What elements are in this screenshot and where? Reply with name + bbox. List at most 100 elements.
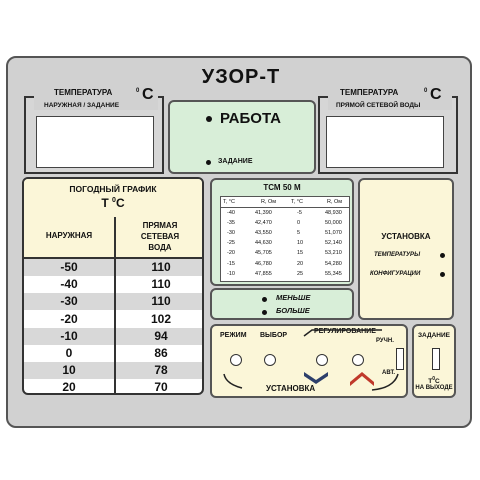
table-row: -20 102 xyxy=(24,311,202,328)
tsm-cell: 44,630 xyxy=(255,240,272,247)
schedule-title: ПОГОДНЫЙ ГРАФИК xyxy=(69,184,157,194)
setup-block: УСТАНОВКА ТЕМПЕРАТУРЫ КОНФИГУРАЦИИ xyxy=(358,178,454,320)
tsm-row: -20 45,705 15 53,210 xyxy=(221,249,349,259)
tsm-cell: 0 xyxy=(297,219,301,226)
col-water-header: ПРЯМАЯ СЕТЕВАЯ ВОДА xyxy=(140,221,180,252)
outside-temp-cell: -10 xyxy=(60,328,78,343)
tsm-cell: 43,550 xyxy=(255,229,272,236)
setup-temps-label: ТЕМПЕРАТУРЫ xyxy=(374,252,421,258)
outside-temp-title: ТЕМПЕРАТУРА xyxy=(54,88,113,97)
tsm-cell: 55,345 xyxy=(325,270,342,277)
table-row: -30 110 xyxy=(24,293,202,311)
table-row: 0 86 xyxy=(24,345,202,362)
tsm-cell: -20 xyxy=(227,250,235,257)
tsm-cell: -5 xyxy=(297,209,302,216)
work-status-block: РАБОТА ЗАДАНИЕ xyxy=(168,100,316,174)
task-indicator xyxy=(206,160,211,165)
tsm-cell: -10 xyxy=(227,270,235,277)
task-output-title: ЗАДАНИЕ xyxy=(417,332,451,339)
outside-temp-cell: -50 xyxy=(60,260,78,274)
water-temp-cell: 102 xyxy=(150,311,172,326)
regulation-label: РЕГУЛИРОВАНИЕ xyxy=(314,328,376,335)
outside-temp-cell: 10 xyxy=(62,363,76,378)
water-temp-cell: 110 xyxy=(151,277,171,292)
more-indicator xyxy=(262,310,267,315)
tsm-cell: 15 xyxy=(297,250,304,257)
tsm-cell: 25 xyxy=(297,270,304,277)
water-temp-cell: 78 xyxy=(154,363,168,378)
tsm-cell: 48,930 xyxy=(325,209,342,216)
auto-label: АВТ. xyxy=(382,370,396,376)
supply-temp-display xyxy=(326,116,444,168)
mode-button[interactable] xyxy=(230,354,242,366)
outside-temp-cell: -40 xyxy=(60,277,78,292)
select-button[interactable] xyxy=(264,354,276,366)
tsm-cell: 45,705 xyxy=(255,250,272,257)
schedule-unit: T 0C xyxy=(101,196,125,210)
tsm-cell: -25 xyxy=(227,240,235,247)
outside-temp-cell: 20 xyxy=(62,380,76,395)
outside-temp-unit: C xyxy=(142,86,154,103)
water-temp-cell: 110 xyxy=(151,260,171,274)
tsm-cell: -30 xyxy=(227,229,235,236)
outside-temp-unit-sup: 0 xyxy=(136,88,140,94)
manual-label: РУЧН. xyxy=(376,338,394,344)
task-output-label: НА ВЫХОДЕ xyxy=(415,385,453,391)
task-switch[interactable] xyxy=(432,348,440,370)
water-temp-cell: 86 xyxy=(154,346,168,360)
outside-temp-cell: -30 xyxy=(60,294,78,309)
control-setup-label: УСТАНОВКА xyxy=(266,384,316,393)
outside-temp-block: ТЕМПЕРАТУРА 0 C НАРУЖНАЯ / ЗАДАНИЕ xyxy=(24,84,164,174)
less-label: МЕНЬШЕ xyxy=(276,293,311,302)
less-more-indicators: МЕНЬШЕ БОЛЬШЕ xyxy=(210,288,354,320)
tsm-cell: 20 xyxy=(297,260,304,267)
table-row: -10 94 xyxy=(24,327,202,345)
supply-temp-unit-sup: 0 xyxy=(424,88,428,94)
outside-temp-cell: -20 xyxy=(60,311,78,326)
tsm-cell: 46,780 xyxy=(255,260,272,267)
select-label: ВЫБОР xyxy=(260,332,288,339)
work-label: РАБОТА xyxy=(220,110,282,127)
tsm-cell: 54,280 xyxy=(325,260,342,267)
task-label: ЗАДАНИЕ xyxy=(218,158,253,165)
mode-label: РЕЖИМ xyxy=(220,332,247,339)
tsm-cell: 5 xyxy=(297,229,301,236)
tsm-cell: 50,000 xyxy=(325,219,342,226)
setup-config-label: КОНФИГУРАЦИИ xyxy=(370,271,421,277)
tsm-row: -40 41,390 -5 48,930 xyxy=(221,208,349,218)
tsm-cell: 41,390 xyxy=(255,209,272,216)
regulation-down-button[interactable] xyxy=(316,354,328,366)
control-panel: РЕЖИМ ВЫБОР РЕГУЛИРОВАНИЕ РУЧН. АВТ. УСТ… xyxy=(210,324,408,398)
weather-schedule-table: ПОГОДНЫЙ ГРАФИК T 0C НАРУЖНАЯ ПРЯМАЯ СЕТ… xyxy=(22,177,204,395)
tsm-cell: 42,470 xyxy=(255,219,272,226)
table-row: -50 110 xyxy=(24,259,202,276)
outside-temp-cell: 0 xyxy=(65,346,73,360)
task-output-unit: T0C xyxy=(428,376,440,386)
outside-temp-subtitle: НАРУЖНАЯ / ЗАДАНИЕ xyxy=(44,102,120,109)
water-temp-cell: 110 xyxy=(151,294,171,309)
table-row: -40 110 xyxy=(24,276,202,293)
device-title: УЗОР-Т xyxy=(201,66,281,88)
water-temp-cell: 94 xyxy=(154,328,168,343)
chevron-down-icon xyxy=(304,372,328,384)
setup-title: УСТАНОВКА xyxy=(381,232,431,241)
tsm-cell: -15 xyxy=(227,260,235,267)
task-output-block: ЗАДАНИЕ T0C НА ВЫХОДЕ xyxy=(412,324,456,398)
more-label: БОЛЬШЕ xyxy=(276,306,310,315)
setup-config-indicator xyxy=(440,272,445,277)
regulation-up-button[interactable] xyxy=(352,354,364,366)
setup-temps-indicator xyxy=(440,253,445,258)
tsm-cell: -40 xyxy=(227,209,235,216)
manual-auto-switch[interactable] xyxy=(396,348,404,370)
col-outside-header: НАРУЖНАЯ xyxy=(45,231,93,240)
tsm-cell: 53,210 xyxy=(325,250,342,257)
outside-temp-display xyxy=(36,116,154,168)
control-decoration xyxy=(223,329,399,391)
tsm-row: -15 46,780 20 54,280 xyxy=(221,259,349,269)
water-temp-cell: 70 xyxy=(154,380,168,395)
